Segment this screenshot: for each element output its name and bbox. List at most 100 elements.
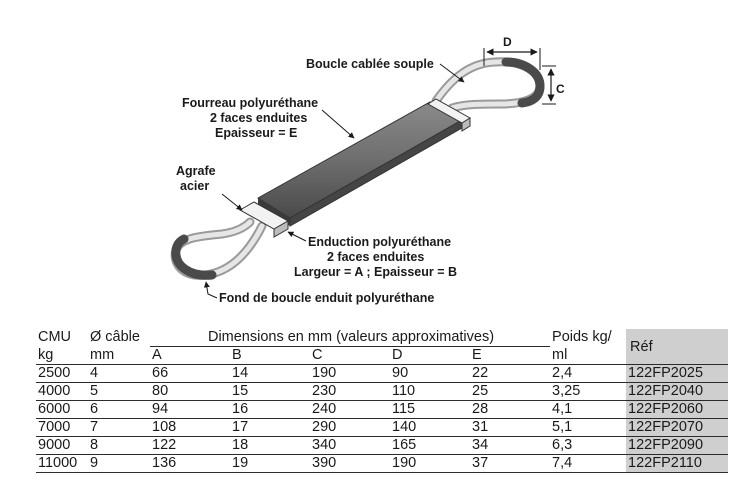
header-cmu-unit: kg <box>38 346 54 363</box>
callout-fourreau: Fourreau polyuréthane 2 faces enduites E… <box>182 96 355 140</box>
cell-cmu: 7000 <box>36 418 88 437</box>
cell-ref: 122FP2070 <box>626 418 729 437</box>
callout-fond-boucle: Fond de boucle enduit polyuréthane <box>203 281 434 305</box>
svg-text:Enduction polyuréthane: Enduction polyuréthane <box>308 235 451 249</box>
cell-ref: 122FP2090 <box>626 436 729 455</box>
cell-e: 22 <box>470 364 551 383</box>
dim-d-label: D <box>503 35 512 49</box>
callout-agrafe: Agrafe acier <box>176 164 243 211</box>
table-row: 11000 9 136 19 390 190 37 7,4 122FP2110 <box>36 454 729 473</box>
cell-b: 17 <box>230 418 310 437</box>
cell-cable: 4 <box>88 364 150 383</box>
header-poids: Poids kg/ <box>552 329 612 345</box>
svg-text:Boucle cablée souple: Boucle cablée souple <box>306 57 434 71</box>
cell-cmu: 2500 <box>36 364 88 383</box>
cell-c: 190 <box>310 364 390 383</box>
cell-ref: 122FP2025 <box>626 364 729 383</box>
steel-clip-right <box>427 98 471 132</box>
cell-cable: 6 <box>88 400 150 419</box>
header-e: E <box>472 347 482 363</box>
cell-c: 290 <box>310 418 390 437</box>
dimension-c: C <box>542 65 565 105</box>
header-d: D <box>392 347 403 363</box>
cell-a: 122 <box>150 436 230 455</box>
sling-diagram: D C Boucle cablée souple Fourreau polyur… <box>170 35 565 305</box>
table-header-row-2: kg mm A B C D E ml <box>36 347 728 365</box>
header-cmu: CMU <box>38 329 72 345</box>
header-b: B <box>232 347 242 363</box>
cell-cmu: 6000 <box>36 400 88 419</box>
polyurethane-sleeve <box>257 101 464 227</box>
cell-b: 16 <box>230 400 310 419</box>
cell-poids: 7,4 <box>550 454 627 473</box>
right-cable-loop <box>431 57 545 113</box>
svg-text:Epaisseur = E: Epaisseur = E <box>215 126 297 140</box>
svg-text:Fourreau polyuréthane: Fourreau polyuréthane <box>182 96 318 110</box>
callout-enduction: Enduction polyuréthane 2 faces enduites … <box>287 231 457 279</box>
svg-text:Fond de boucle enduit polyurét: Fond de boucle enduit polyuréthane <box>219 291 434 305</box>
cell-ref: 122FP2040 <box>626 382 729 401</box>
cell-cmu: 11000 <box>36 454 88 473</box>
left-cable-loop <box>170 217 267 280</box>
cell-a: 66 <box>150 364 230 383</box>
table-row: 6000 6 94 16 240 115 28 4,1 122FP2060 <box>36 400 729 419</box>
cell-poids: 6,3 <box>550 436 627 455</box>
dim-c-label: C <box>556 82 565 96</box>
cell-e: 34 <box>470 436 551 455</box>
left-loop-coating <box>171 234 217 280</box>
cell-cable: 8 <box>88 436 150 455</box>
svg-text:Agrafe: Agrafe <box>176 164 216 178</box>
header-dimensions: Dimensions en mm (valeurs approximatives… <box>150 329 551 347</box>
cell-cable: 9 <box>88 454 150 473</box>
dimension-d: D <box>483 35 541 70</box>
table-header-row-1: CMU Ø câble Dimensions en mm (valeurs ap… <box>36 329 729 365</box>
cell-c: 390 <box>310 454 390 473</box>
svg-text:2 faces enduites: 2 faces enduites <box>210 111 307 125</box>
cell-a: 136 <box>150 454 230 473</box>
header-poids-unit: ml <box>552 346 568 363</box>
cell-poids: 3,25 <box>550 382 627 401</box>
specifications-table: CMU Ø câble Dimensions en mm (valeurs ap… <box>36 329 729 473</box>
cell-d: 90 <box>390 364 470 383</box>
cell-poids: 4,1 <box>550 400 627 419</box>
cell-a: 94 <box>150 400 230 419</box>
cell-ref: 122FP2060 <box>626 400 729 419</box>
svg-text:2 faces enduites: 2 faces enduites <box>327 250 424 264</box>
cell-a: 80 <box>150 382 230 401</box>
cell-d: 115 <box>390 400 470 419</box>
header-a: A <box>152 347 162 363</box>
cell-c: 230 <box>310 382 390 401</box>
cell-b: 19 <box>230 454 310 473</box>
table-row: 9000 8 122 18 340 165 34 6,3 122FP2090 <box>36 436 729 455</box>
cell-cable: 7 <box>88 418 150 437</box>
table-row: 4000 5 80 15 230 110 25 3,25 122FP2040 <box>36 382 729 401</box>
cell-b: 14 <box>230 364 310 383</box>
cell-e: 28 <box>470 400 551 419</box>
header-ref: Réf <box>626 329 729 365</box>
svg-text:Largeur = A ; Epaisseur = B: Largeur = A ; Epaisseur = B <box>294 265 457 279</box>
table-row: 2500 4 66 14 190 90 22 2,4 122FP2025 <box>36 364 729 383</box>
cell-cable: 5 <box>88 382 150 401</box>
cell-d: 140 <box>390 418 470 437</box>
header-cable: Ø câble <box>90 329 140 345</box>
cell-e: 25 <box>470 382 551 401</box>
cell-b: 15 <box>230 382 310 401</box>
svg-text:acier: acier <box>180 179 209 193</box>
cell-cmu: 9000 <box>36 436 88 455</box>
table-row: 7000 7 108 17 290 140 31 5,1 122FP2070 <box>36 418 729 437</box>
right-loop-coating <box>501 57 545 108</box>
cell-c: 240 <box>310 400 390 419</box>
cell-e: 31 <box>470 418 551 437</box>
cell-poids: 2,4 <box>550 364 627 383</box>
cell-d: 165 <box>390 436 470 455</box>
cell-d: 110 <box>390 382 470 401</box>
header-c: C <box>312 347 323 363</box>
cell-cmu: 4000 <box>36 382 88 401</box>
cell-ref: 122FP2110 <box>626 454 729 473</box>
cell-e: 37 <box>470 454 551 473</box>
cell-a: 108 <box>150 418 230 437</box>
cell-c: 340 <box>310 436 390 455</box>
cell-b: 18 <box>230 436 310 455</box>
cell-poids: 5,1 <box>550 418 627 437</box>
callout-boucle-cablee: Boucle cablée souple <box>306 57 465 83</box>
